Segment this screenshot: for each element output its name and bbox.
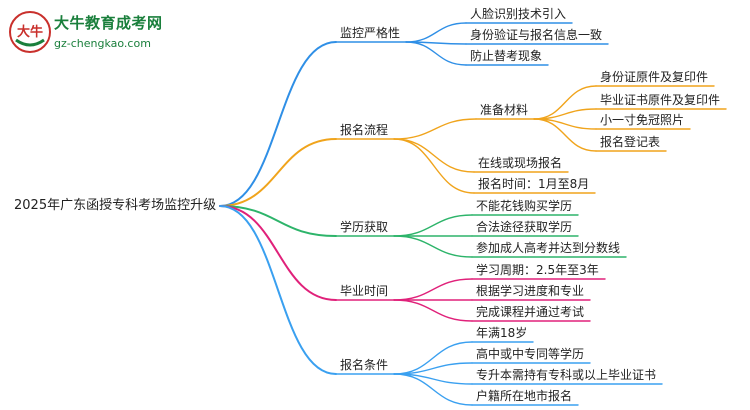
root-to-branch-connector bbox=[219, 205, 337, 301]
branch-to-leaf-connector bbox=[393, 138, 475, 194]
branch-degree-acquisition: 学历获取 bbox=[340, 220, 389, 234]
branch-eligibility: 报名条件 bbox=[340, 358, 389, 372]
branch-registration-process: 报名流程 bbox=[340, 123, 389, 137]
sub-to-leaf-connector bbox=[533, 118, 597, 152]
leaf-node: 报名时间：1月至8月 bbox=[478, 177, 590, 191]
leaf-node: 完成课程并通过考试 bbox=[476, 305, 585, 319]
root-to-branch-connector bbox=[219, 138, 337, 207]
root-to-branch-connector bbox=[219, 205, 337, 237]
branch-to-leaf-connector bbox=[405, 22, 467, 43]
leaf-node: 户籍所在地市报名 bbox=[476, 389, 573, 403]
brand-title: 大牛教育成考网 bbox=[54, 14, 163, 32]
branch-graduation-time: 毕业时间 bbox=[340, 284, 389, 298]
leaf-node: 在线或现场报名 bbox=[478, 156, 563, 170]
leaf-node: 年满18岁 bbox=[476, 326, 528, 340]
logo-mark-icon: 大牛 bbox=[9, 11, 51, 53]
root-topic: 2025年广东函授专科考场监控升级 bbox=[14, 198, 217, 213]
leaf-node: 专升本需持有专科或以上毕业证书 bbox=[476, 368, 657, 382]
leaf-node: 防止替考现象 bbox=[470, 49, 543, 63]
svg-text:大牛: 大牛 bbox=[17, 24, 43, 40]
branch-to-leaf-connector bbox=[393, 373, 473, 406]
branch-to-leaf-connector bbox=[393, 118, 477, 140]
leaf-node: 参加成人高考并达到分数线 bbox=[476, 241, 621, 255]
branch-to-leaf-connector bbox=[393, 299, 473, 322]
leaf-node: 小一寸免冠照片 bbox=[600, 113, 685, 127]
leaf-node: 学习周期：2.5年至3年 bbox=[476, 263, 599, 277]
leaf-node: 身份证原件及复印件 bbox=[600, 70, 709, 84]
leaf-node: 报名登记表 bbox=[600, 135, 661, 149]
branch-monitoring-strictness: 监控严格性 bbox=[340, 26, 401, 40]
branch-to-leaf-connector bbox=[405, 41, 467, 66]
branch-to-leaf-connector bbox=[393, 278, 473, 301]
sub-branch-prepare-materials: 准备材料 bbox=[480, 103, 529, 117]
root-to-branch-connector bbox=[219, 205, 337, 375]
branch-to-leaf-connector bbox=[393, 214, 473, 237]
branch-to-leaf-connector bbox=[393, 341, 473, 375]
leaf-node: 人脸识别技术引入 bbox=[470, 7, 567, 21]
brand-logo: 大牛 大牛教育成考网 gz-chengkao.com bbox=[8, 6, 178, 58]
root-to-branch-connector bbox=[219, 41, 337, 207]
leaf-node: 毕业证书原件及复印件 bbox=[600, 93, 721, 107]
leaf-node: 根据学习进度和专业 bbox=[476, 284, 585, 298]
leaf-node: 身份验证与报名信息一致 bbox=[470, 28, 603, 42]
leaf-node: 不能花钱购买学历 bbox=[476, 199, 573, 213]
brand-url: gz-chengkao.com bbox=[54, 37, 151, 50]
branch-to-leaf-connector bbox=[393, 235, 473, 258]
leaf-node: 合法途径获取学历 bbox=[476, 220, 573, 234]
leaf-node: 高中或中专同等学历 bbox=[476, 347, 585, 361]
